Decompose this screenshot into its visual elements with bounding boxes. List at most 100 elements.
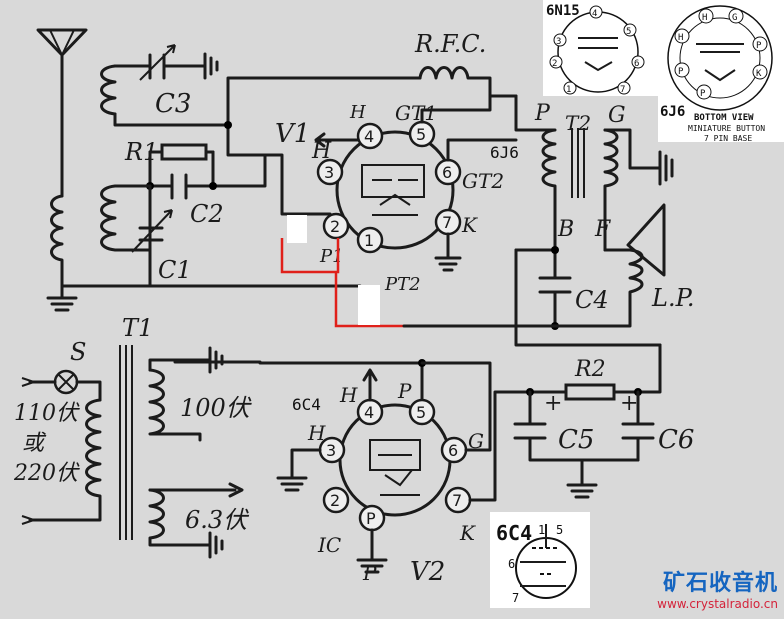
- inset-6j6-base: 7 PIN BASE: [704, 134, 752, 143]
- t1-hv-secondary: [148, 346, 424, 442]
- inset-6n15-title: 6N15: [546, 3, 580, 19]
- r2-resistor: [528, 343, 662, 401]
- label-r1: R1: [124, 138, 158, 166]
- rfc-coil: [418, 66, 518, 98]
- inset-6n15-pin7: 7: [620, 85, 625, 95]
- v1-pin1: 1: [364, 231, 374, 250]
- inset-6j6-pin-h: H: [702, 13, 707, 23]
- v2-label-ic: IC: [317, 533, 341, 557]
- t2-transformer: [514, 94, 674, 252]
- c5-capacitor: [513, 390, 640, 462]
- inset-6j6-pin-k: K: [756, 69, 762, 79]
- label-c4: C4: [575, 286, 609, 314]
- v2-label-g: G: [468, 429, 484, 453]
- v1-label-pt2: PT2: [384, 274, 421, 295]
- c3-coil: [100, 64, 230, 127]
- inset-6n15-pin6: 6: [634, 59, 639, 69]
- label-t1: T1: [122, 314, 153, 342]
- v2-label-p: P: [397, 379, 412, 403]
- t2-label-p: P: [534, 101, 551, 126]
- inset-6j6-pin-h2: H: [678, 33, 683, 43]
- t1-primary: [21, 345, 133, 540]
- v1-pin7: 7: [442, 213, 452, 232]
- v1-pin2: 2: [330, 217, 340, 236]
- inset-6n15: [543, 0, 658, 96]
- c5-plus: +: [544, 391, 562, 416]
- t2-label-f: F: [594, 217, 611, 242]
- inset-6c4-pin6: 6: [508, 557, 515, 571]
- label-c2: C2: [190, 200, 224, 228]
- v2-pins: 4 5 3 6 2 7 P: [318, 398, 472, 532]
- label-v2: V2: [410, 557, 445, 587]
- inset-6j6-bottom-view: BOTTOM VIEW: [694, 113, 754, 123]
- inset-6n15-pin1: 1: [566, 85, 571, 95]
- t2-label-g: G: [608, 103, 626, 128]
- c6-capacitor: [621, 390, 655, 462]
- v2-tube: [338, 403, 452, 517]
- label-s: S: [70, 338, 86, 366]
- inset-6n15-pin5: 5: [626, 27, 631, 37]
- label-c5: C5: [558, 425, 594, 455]
- inset-6c4-pin7: 7: [512, 591, 519, 605]
- tuning-coil: [100, 184, 152, 252]
- t2-label: T2: [565, 111, 591, 135]
- inset-6j6: [658, 0, 784, 142]
- inset-6j6-mini: MINIATURE BUTTON: [688, 124, 765, 133]
- watermark-title: 矿石收音机: [662, 571, 778, 596]
- inset-6j6-pin-p: P: [678, 67, 684, 77]
- v2-pin6: 6: [448, 441, 458, 460]
- v2-pin1: P: [366, 509, 376, 528]
- v1-pin5: 5: [416, 125, 426, 144]
- v1-label-p1: P1: [319, 246, 344, 267]
- label-rfc: R.F.C.: [414, 30, 486, 58]
- c3-capacitor: [139, 44, 219, 81]
- antenna-symbol: [36, 28, 88, 198]
- label-mains-or: 或: [22, 431, 47, 456]
- v1-tube: [335, 130, 455, 250]
- inset-6j6-pin-g: G: [732, 13, 737, 23]
- inset-6n15-pin2: 2: [552, 59, 557, 69]
- v2-pin7: 7: [452, 491, 462, 510]
- inset-6j6-pin-g2: P: [756, 41, 762, 51]
- label-c6: C6: [658, 425, 694, 455]
- v2-label-k: K: [459, 521, 476, 545]
- v2-pin5: 5: [416, 403, 426, 422]
- mains-lamp: [21, 369, 102, 402]
- v2-pin2: 2: [330, 491, 340, 510]
- label-fil: 6.3伏: [185, 506, 250, 534]
- v2-label-h4: H: [339, 383, 358, 407]
- v1-pin6: 6: [442, 163, 452, 182]
- watermark-url[interactable]: www.crystalradio.cn: [657, 597, 778, 611]
- inset-6n15-pin3: 3: [556, 37, 561, 47]
- label-c1: C1: [158, 256, 192, 284]
- v2-type-label: 6C4: [292, 395, 321, 414]
- label-r2: R2: [574, 357, 606, 382]
- v1-pin4: 4: [364, 127, 374, 146]
- label-c3: C3: [155, 89, 191, 119]
- label-mains-110: 110伏: [14, 401, 80, 426]
- v1-label-k: K: [461, 213, 478, 237]
- v1-type-label: 6J6: [490, 143, 519, 162]
- v1-pins: 4 5 3 6 2 7 1: [316, 120, 462, 254]
- t2-label-b: B: [557, 217, 574, 242]
- r1-resistor: [148, 143, 215, 161]
- v1-label-gt1: GT1: [395, 101, 437, 125]
- ground-left: [46, 284, 78, 312]
- inset-6n15-pin4: 4: [592, 9, 597, 19]
- v1-label-gt2: GT2: [462, 169, 504, 193]
- c1-capacitor: [131, 184, 173, 288]
- label-mains-220: 220伏: [13, 461, 80, 486]
- inset-6c4-pin1: 1: [538, 523, 545, 537]
- inset-6c4-pin5: 5: [556, 523, 563, 537]
- loudspeaker: [402, 203, 666, 328]
- antenna-coil: [50, 194, 64, 288]
- v1-label-h4: H: [349, 102, 366, 123]
- label-v1: V1: [275, 119, 310, 149]
- v2-label-h3: H: [307, 421, 326, 445]
- v2-pin3: 3: [326, 441, 336, 460]
- label-lp: L.P.: [651, 284, 694, 312]
- v2-pin4: 4: [364, 403, 374, 422]
- inset-6j6-type: 6J6: [660, 104, 685, 120]
